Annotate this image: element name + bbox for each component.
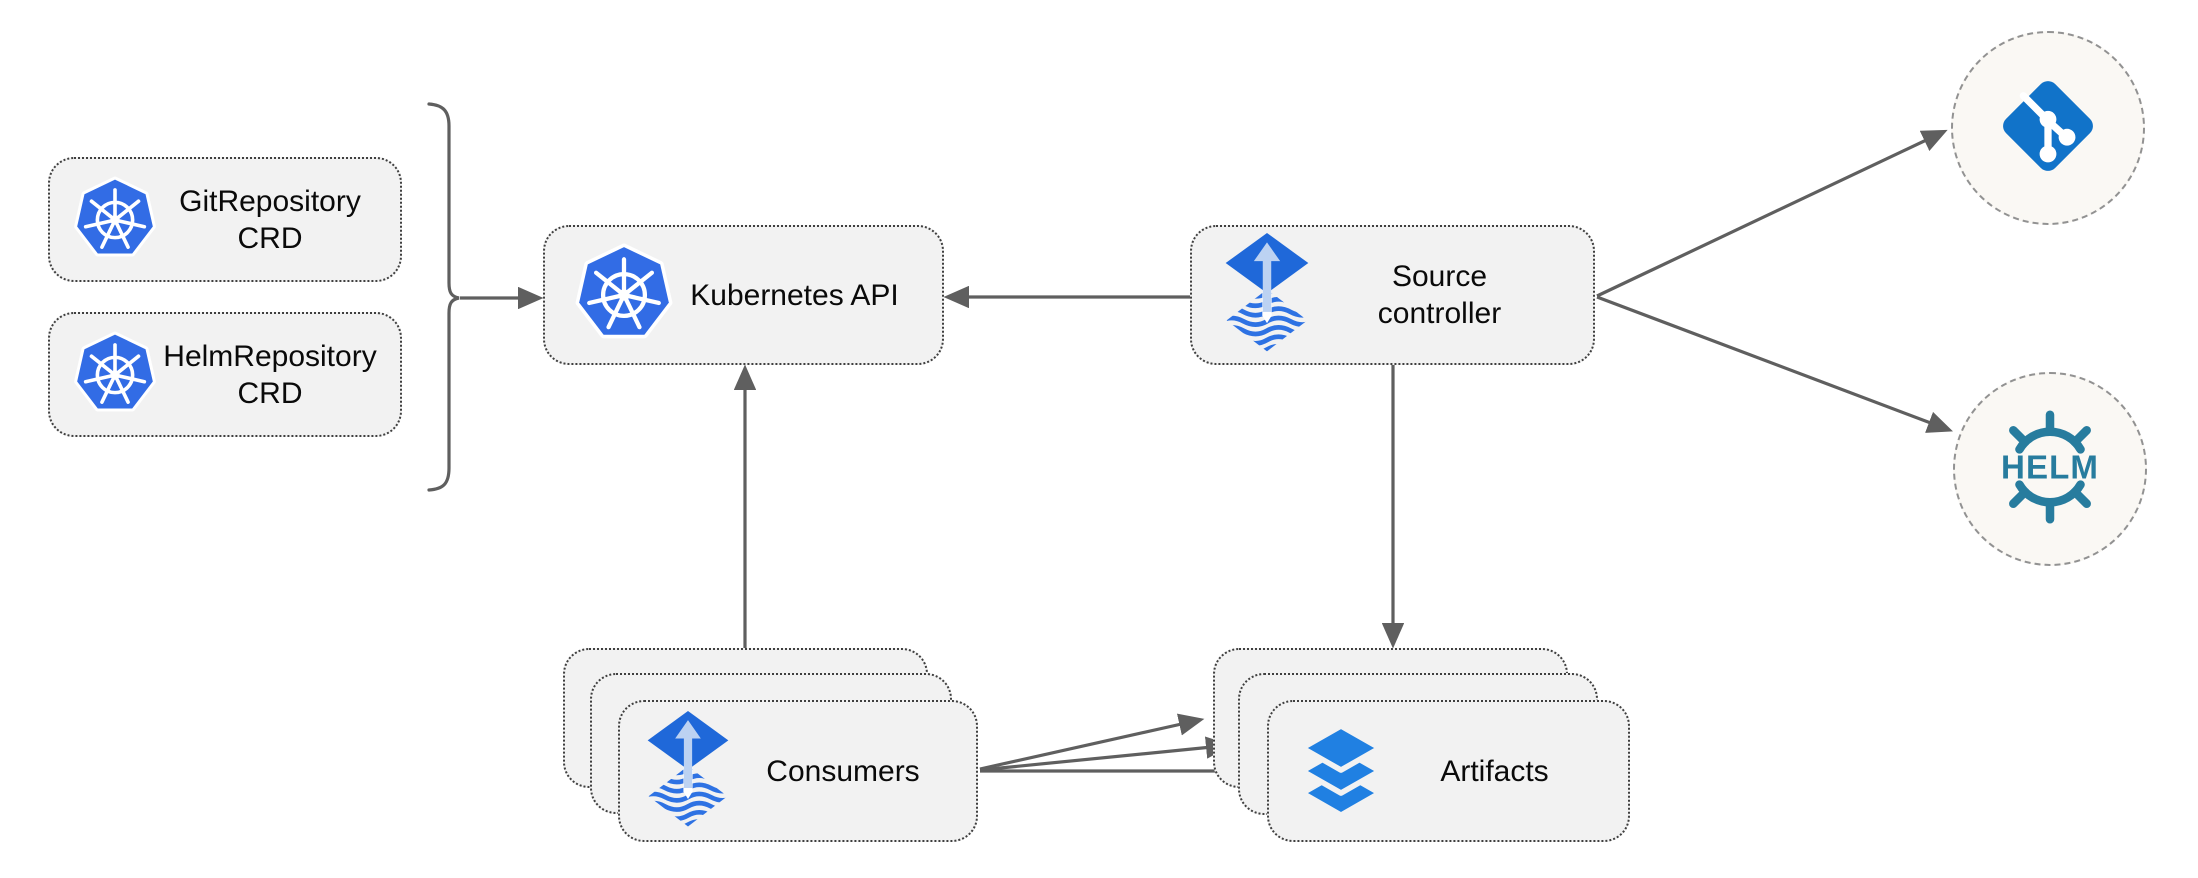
label-line: HelmRepository (163, 339, 377, 373)
label-line: CRD (237, 376, 303, 410)
node-label-helmrepository-crd: HelmRepository CRD (158, 338, 382, 412)
node-label-kubernetes-api: Kubernetes API (690, 278, 899, 312)
node-git-repository (1951, 31, 2145, 225)
node-label-source-controller: Source controller (1314, 258, 1565, 332)
node-label-consumers: Consumers (766, 754, 920, 788)
edge-source-controller-to-git (1596, 129, 1948, 298)
node-kubernetes-api: Kubernetes API (543, 225, 944, 365)
git-icon (1992, 70, 2104, 187)
edge-consumers-to-artifacts-mid (979, 736, 1232, 772)
layers-icon (1295, 723, 1387, 819)
edge-source-controller-to-helm (1596, 295, 1953, 433)
edge-consumers-to-artifacts-back (979, 713, 1205, 771)
node-consumers: Consumers (618, 700, 978, 842)
label-line: GitRepository (179, 184, 361, 218)
node-helmrepository-crd: HelmRepository CRD (48, 312, 402, 437)
label-line: CRD (237, 221, 303, 255)
node-source-controller: Source controller (1190, 225, 1595, 365)
node-label-artifacts: Artifacts (1440, 754, 1549, 788)
flux-icon (642, 710, 734, 832)
kubernetes-icon (72, 175, 158, 265)
node-label-gitrepository-crd: GitRepository CRD (158, 183, 382, 257)
helm-wordmark: HELM (2001, 449, 2099, 486)
node-artifacts: Artifacts (1267, 700, 1630, 842)
flux-icon (1220, 233, 1314, 357)
node-gitrepository-crd: GitRepository CRD (48, 157, 402, 282)
label-line: controller (1377, 297, 1502, 330)
label-line: Source (1391, 260, 1488, 293)
node-helm-repository: HELM (1953, 372, 2147, 566)
crd-group-brace (427, 102, 460, 492)
kubernetes-icon (72, 330, 158, 420)
kubernetes-icon (573, 242, 675, 348)
helm-icon: HELM (1986, 403, 2114, 536)
